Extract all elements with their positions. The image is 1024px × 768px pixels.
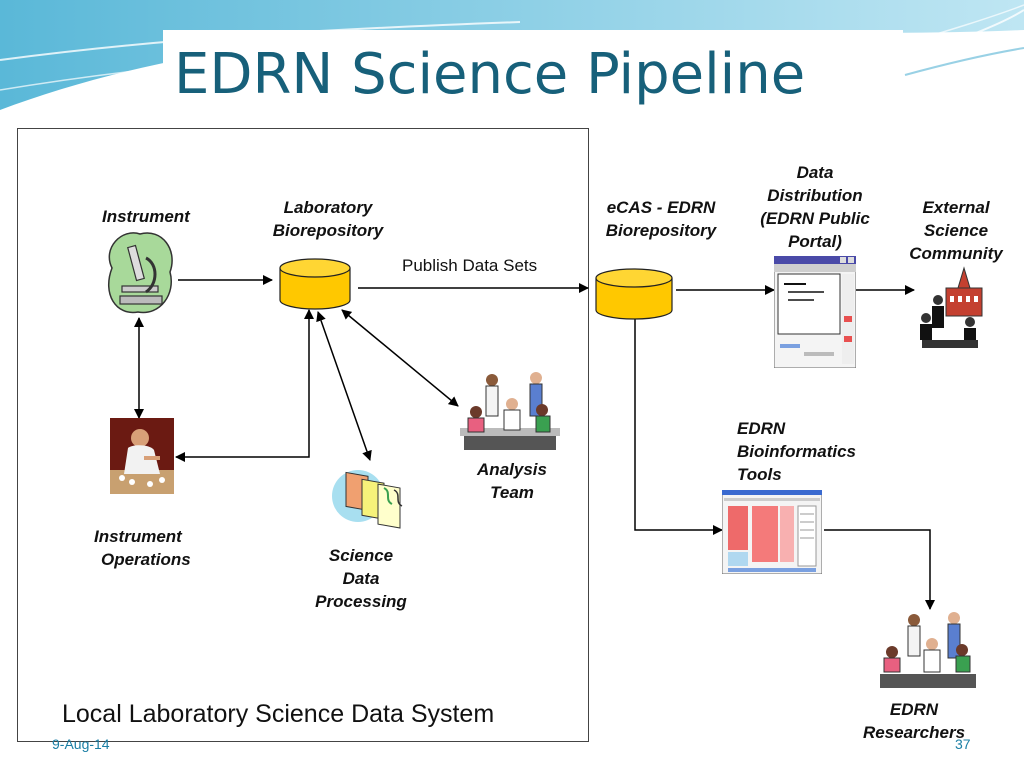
bioinformatics-screenshot-icon <box>722 490 822 574</box>
label-local-system: Local Laboratory Science Data System <box>62 700 495 728</box>
arrow-operations-to-biorepository <box>175 309 314 462</box>
arrow-bioinformatics-to-researchers <box>824 529 935 610</box>
label-instrument-operations: Instrument Operations <box>94 527 191 569</box>
slide-title: EDRN Science Pipeline <box>174 42 806 107</box>
external-community-icon <box>920 266 983 348</box>
label-publish-data-sets: Publish Data Sets <box>402 256 538 275</box>
ecas-biorepository-cylinder <box>595 268 673 320</box>
microscope-icon <box>107 232 173 314</box>
label-science-data-processing: Science Data Processing <box>315 546 407 611</box>
footer-date: 9-Aug-14 <box>52 736 110 752</box>
data-processing-icon <box>332 470 403 529</box>
arrow-biorepository-processing <box>316 311 372 461</box>
researchers-icon <box>880 612 976 688</box>
label-lab-biorepository: Laboratory Biorepository <box>272 198 384 240</box>
lab-technician-icon <box>110 418 174 494</box>
arrow-biorepository-analysis <box>341 309 459 407</box>
portal-window-icon <box>774 256 856 368</box>
local-system-boundary <box>17 128 589 742</box>
title-background <box>163 30 903 158</box>
label-edrn-researchers: EDRN Researchers <box>862 700 966 742</box>
label-external-community: External Science Community <box>909 198 1003 263</box>
label-ecas-biorepository: eCAS - EDRN Biorepository <box>605 198 717 240</box>
lab-biorepository-cylinder <box>279 258 351 310</box>
label-instrument: Instrument <box>102 207 190 226</box>
analysis-team-icon <box>460 372 560 450</box>
label-bioinformatics-tools: EDRN Bioinformatics Tools <box>737 419 857 484</box>
arrow-ecas-to-bioinformatics <box>634 318 723 535</box>
label-analysis-team: Analysis Team <box>477 460 547 502</box>
footer-page-number: 37 <box>955 736 971 752</box>
label-data-distribution: Data Distribution (EDRN Public Portal) <box>760 163 870 251</box>
